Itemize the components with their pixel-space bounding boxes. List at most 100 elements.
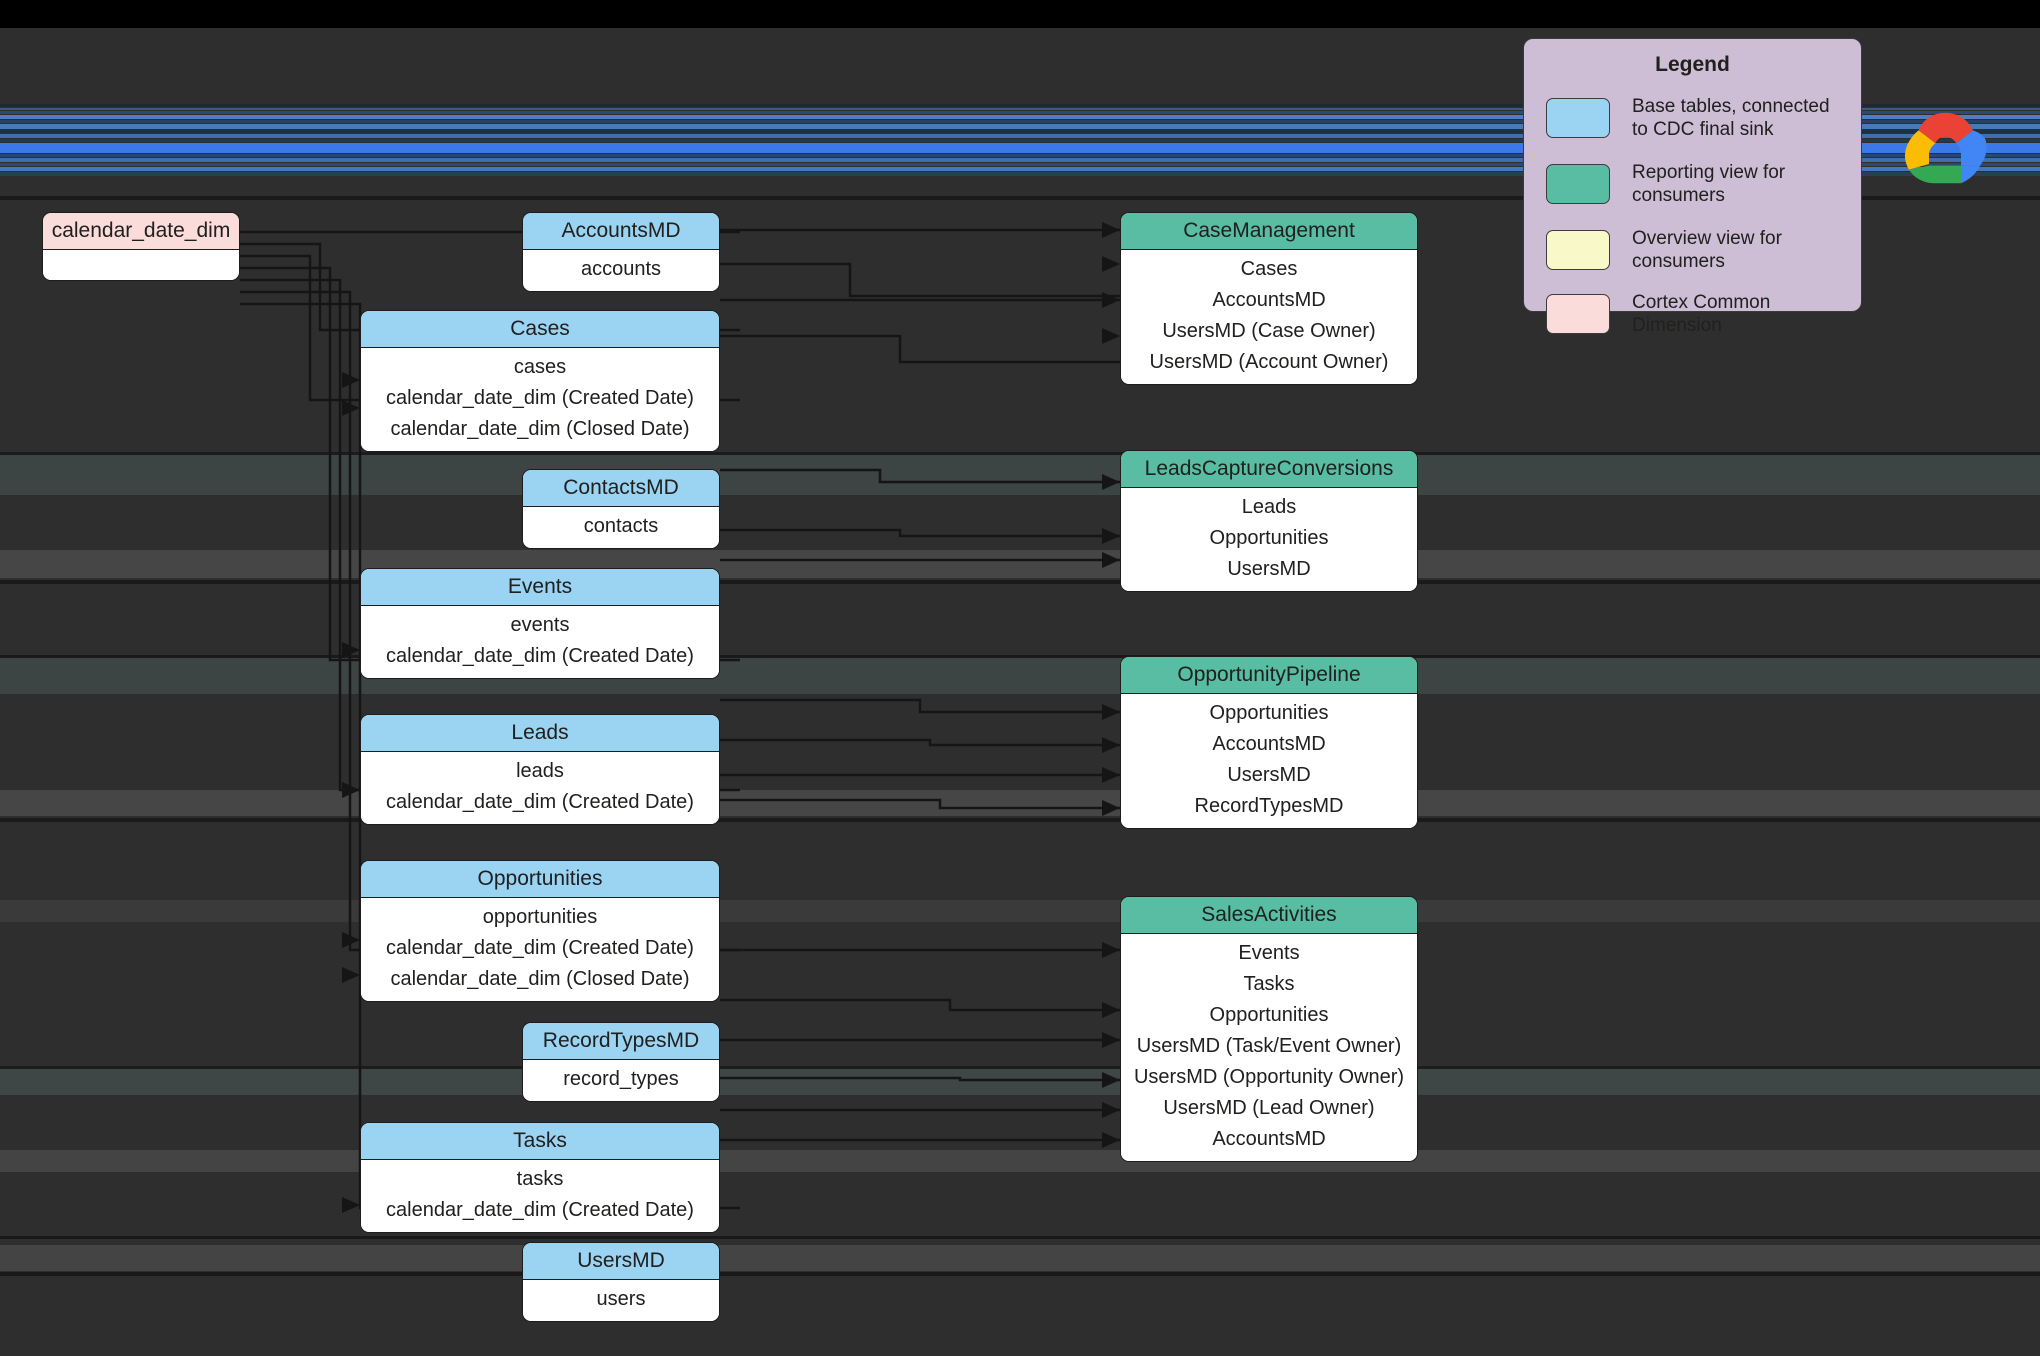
- node-row: UsersMD (Opportunity Owner): [1133, 1066, 1405, 1088]
- legend-label: Base tables, connected to CDC final sink: [1632, 96, 1830, 140]
- node-row: Leads: [1241, 496, 1297, 518]
- node-body: tasks calendar_date_dim (Created Date): [361, 1160, 719, 1232]
- node-row: UsersMD: [1227, 558, 1311, 580]
- node-row: UsersMD (Lead Owner): [1163, 1097, 1375, 1119]
- banding-artifact: [0, 452, 2040, 455]
- banding-artifact: [0, 1069, 2040, 1095]
- node-row: calendar_date_dim (Closed Date): [390, 968, 690, 990]
- node-title: OpportunityPipeline: [1121, 657, 1417, 694]
- node-body: cases calendar_date_dim (Created Date) c…: [361, 348, 719, 451]
- node-row: calendar_date_dim (Created Date): [386, 937, 694, 959]
- node-opportunities[interactable]: Opportunities opportunities calendar_dat…: [360, 860, 720, 1002]
- node-body: Opportunities AccountsMD UsersMD RecordT…: [1121, 694, 1417, 828]
- banding-artifact: [0, 790, 2040, 816]
- node-row: UsersMD (Account Owner): [1149, 351, 1389, 373]
- legend-swatch-reporting-view: [1546, 164, 1610, 204]
- legend-label: Overview view for consumers: [1632, 228, 1782, 272]
- legend-item-overview-view: Overview view for consumers: [1546, 221, 1861, 279]
- node-row: Cases: [1240, 258, 1298, 280]
- legend-panel: Legend Base tables, connected to CDC fin…: [1523, 38, 1862, 336]
- node-title: CaseManagement: [1121, 213, 1417, 250]
- banding-artifact: [0, 818, 2040, 822]
- node-leadscaptureconversions[interactable]: LeadsCaptureConversions Leads Opportunit…: [1120, 450, 1418, 592]
- node-row: record_types: [563, 1068, 679, 1090]
- node-calendar-date-dim[interactable]: calendar_date_dim: [42, 212, 240, 281]
- legend-swatch-cortex-dimension: [1546, 294, 1610, 334]
- banding-artifact: [0, 655, 2040, 658]
- node-body: Cases AccountsMD UsersMD (Case Owner) Us…: [1121, 250, 1417, 384]
- node-opportunitypipeline[interactable]: OpportunityPipeline Opportunities Accoun…: [1120, 656, 1418, 829]
- node-row: tasks: [516, 1168, 564, 1190]
- node-recordtypesmd[interactable]: RecordTypesMD record_types: [522, 1022, 720, 1102]
- banding-artifact: [0, 1150, 2040, 1172]
- node-row: contacts: [583, 515, 659, 537]
- banding-artifact: [0, 550, 2040, 578]
- node-row: AccountsMD: [1212, 733, 1326, 755]
- node-title: UsersMD: [523, 1243, 719, 1280]
- node-row: Opportunities: [1209, 1004, 1329, 1026]
- node-row: AccountsMD: [1212, 1128, 1326, 1150]
- legend-swatch-base-tables: [1546, 98, 1610, 138]
- legend-title: Legend: [1655, 53, 1730, 76]
- node-row: cases: [513, 356, 567, 378]
- top-black-bar: [0, 0, 2040, 28]
- blue-banding-artifact: [0, 104, 2040, 176]
- node-row: RecordTypesMD: [1194, 795, 1344, 817]
- node-title: Cases: [361, 311, 719, 348]
- legend-item-reporting-view: Reporting view for consumers: [1546, 155, 1861, 213]
- node-row: calendar_date_dim (Closed Date): [390, 418, 690, 440]
- node-body: users: [523, 1280, 719, 1321]
- node-casemanagement[interactable]: CaseManagement Cases AccountsMD UsersMD …: [1120, 212, 1418, 385]
- node-body: events calendar_date_dim (Created Date): [361, 606, 719, 678]
- node-row: accounts: [580, 258, 662, 280]
- banding-artifact: [0, 1066, 2040, 1069]
- node-accountsmd[interactable]: AccountsMD accounts: [522, 212, 720, 292]
- node-row: calendar_date_dim (Created Date): [386, 791, 694, 813]
- node-title: LeadsCaptureConversions: [1121, 451, 1417, 488]
- node-title: SalesActivities: [1121, 897, 1417, 934]
- banding-artifact: [0, 1272, 2040, 1276]
- google-cloud-logo: [1905, 112, 1987, 184]
- banding-artifact: [0, 658, 2040, 694]
- node-row: UsersMD (Task/Event Owner): [1136, 1035, 1402, 1057]
- node-title: RecordTypesMD: [523, 1023, 719, 1060]
- node-title: Leads: [361, 715, 719, 752]
- node-row: opportunities: [482, 906, 598, 928]
- banding-artifact: [0, 1236, 2040, 1239]
- node-row: Tasks: [1243, 973, 1295, 995]
- node-title: calendar_date_dim: [43, 213, 239, 250]
- node-tasks[interactable]: Tasks tasks calendar_date_dim (Created D…: [360, 1122, 720, 1233]
- node-body: accounts: [523, 250, 719, 291]
- node-row: calendar_date_dim (Created Date): [386, 1199, 694, 1221]
- legend-item-base-tables: Base tables, connected to CDC final sink: [1546, 89, 1861, 147]
- node-leads[interactable]: Leads leads calendar_date_dim (Created D…: [360, 714, 720, 825]
- node-body: record_types: [523, 1060, 719, 1101]
- node-row: Opportunities: [1209, 527, 1329, 549]
- node-row: leads: [516, 760, 564, 782]
- banding-artifact: [0, 580, 2040, 584]
- node-title: ContactsMD: [523, 470, 719, 507]
- legend-label: Reporting view for consumers: [1632, 162, 1786, 206]
- node-row: AccountsMD: [1212, 289, 1326, 311]
- node-body: leads calendar_date_dim (Created Date): [361, 752, 719, 824]
- node-events[interactable]: Events events calendar_date_dim (Created…: [360, 568, 720, 679]
- node-row: Opportunities: [1209, 702, 1329, 724]
- node-salesactivities[interactable]: SalesActivities Events Tasks Opportuniti…: [1120, 896, 1418, 1162]
- node-title: Events: [361, 569, 719, 606]
- legend-label: Cortex Common Dimension: [1632, 292, 1771, 336]
- node-cases[interactable]: Cases cases calendar_date_dim (Created D…: [360, 310, 720, 452]
- node-contactsmd[interactable]: ContactsMD contacts: [522, 469, 720, 549]
- node-body: [43, 250, 239, 280]
- legend-swatch-overview-view: [1546, 230, 1610, 270]
- node-row: Events: [1238, 942, 1300, 964]
- node-usersmd[interactable]: UsersMD users: [522, 1242, 720, 1322]
- legend-item-cortex-dimension: Cortex Common Dimension: [1546, 285, 1861, 343]
- node-body: opportunities calendar_date_dim (Created…: [361, 898, 719, 1001]
- node-title: Tasks: [361, 1123, 719, 1160]
- node-title: Opportunities: [361, 861, 719, 898]
- node-body: Events Tasks Opportunities UsersMD (Task…: [1121, 934, 1417, 1161]
- node-body: Leads Opportunities UsersMD: [1121, 488, 1417, 591]
- node-row: calendar_date_dim (Created Date): [386, 387, 694, 409]
- banding-artifact: [0, 1245, 2040, 1271]
